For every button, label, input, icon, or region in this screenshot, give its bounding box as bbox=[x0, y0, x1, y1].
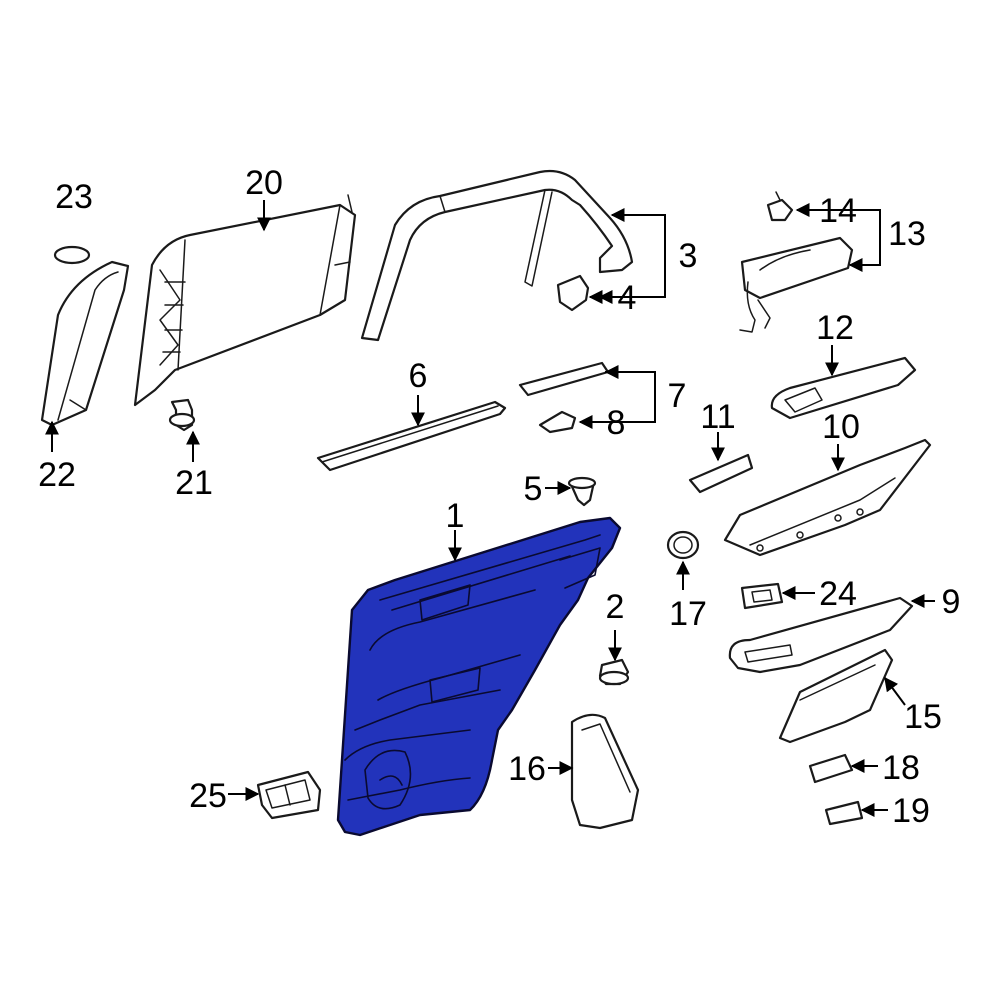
part-3-window-frame[interactable] bbox=[360, 169, 634, 342]
part-18-pad[interactable] bbox=[808, 753, 854, 784]
callout-labels: 1 2 3 4 5 6 7 8 9 10 11 12 13 14 15 16 1… bbox=[38, 164, 960, 830]
callout-14: 14 bbox=[819, 192, 857, 230]
part-23-grommet[interactable] bbox=[53, 245, 91, 265]
part-20-sunshade[interactable] bbox=[133, 194, 357, 407]
callout-25: 25 bbox=[189, 777, 227, 815]
callout-16: 16 bbox=[508, 750, 546, 788]
part-5-fastener[interactable] bbox=[567, 476, 597, 507]
part-15-map-pocket[interactable] bbox=[778, 648, 894, 744]
part-21-screw[interactable] bbox=[168, 398, 196, 432]
leader-lines bbox=[45, 200, 935, 817]
callout-7: 7 bbox=[668, 377, 687, 415]
callout-22: 22 bbox=[38, 456, 76, 494]
callout-2: 2 bbox=[606, 588, 625, 626]
part-19-pad[interactable] bbox=[824, 800, 864, 826]
part-25-switch-housing[interactable] bbox=[256, 770, 322, 820]
part-13-handle-housing[interactable] bbox=[739, 236, 854, 333]
callout-6: 6 bbox=[409, 357, 428, 395]
callout-10: 10 bbox=[822, 408, 860, 446]
part-16-speaker-trim[interactable] bbox=[570, 713, 640, 830]
part-2-clip[interactable] bbox=[598, 658, 630, 686]
callout-12: 12 bbox=[816, 309, 854, 347]
callout-19: 19 bbox=[892, 792, 930, 830]
callout-11: 11 bbox=[700, 398, 735, 436]
callout-24: 24 bbox=[819, 575, 857, 613]
part-14-socket[interactable] bbox=[766, 191, 794, 222]
part-12-armrest-top[interactable] bbox=[770, 356, 917, 420]
callout-9: 9 bbox=[942, 583, 961, 621]
callout-13: 13 bbox=[888, 215, 926, 253]
callout-18: 18 bbox=[882, 749, 920, 787]
part-7-inner-belt[interactable] bbox=[518, 361, 610, 397]
part-1-door-trim-panel[interactable] bbox=[336, 516, 622, 837]
callout-3: 3 bbox=[679, 237, 698, 275]
part-22-pillar-trim[interactable] bbox=[40, 260, 130, 427]
callout-5: 5 bbox=[524, 470, 543, 508]
callout-20: 20 bbox=[245, 164, 283, 202]
part-8-seal[interactable] bbox=[538, 410, 577, 434]
callout-23: 23 bbox=[55, 178, 93, 216]
callout-15: 15 bbox=[904, 698, 942, 736]
part-17-grommet[interactable] bbox=[666, 530, 700, 560]
part-11-trim-strip[interactable] bbox=[688, 453, 754, 494]
callout-4: 4 bbox=[618, 279, 637, 317]
callout-17: 17 bbox=[669, 595, 707, 633]
callout-21: 21 bbox=[175, 464, 213, 502]
part-24-switch[interactable] bbox=[740, 582, 784, 610]
callout-8: 8 bbox=[607, 404, 626, 442]
part-9-armrest[interactable] bbox=[728, 596, 914, 674]
part-6-belt-moulding[interactable] bbox=[316, 400, 507, 472]
part-10-upper-trim[interactable] bbox=[723, 438, 932, 557]
part-4-clip[interactable] bbox=[556, 274, 590, 312]
callout-1: 1 bbox=[446, 497, 465, 535]
